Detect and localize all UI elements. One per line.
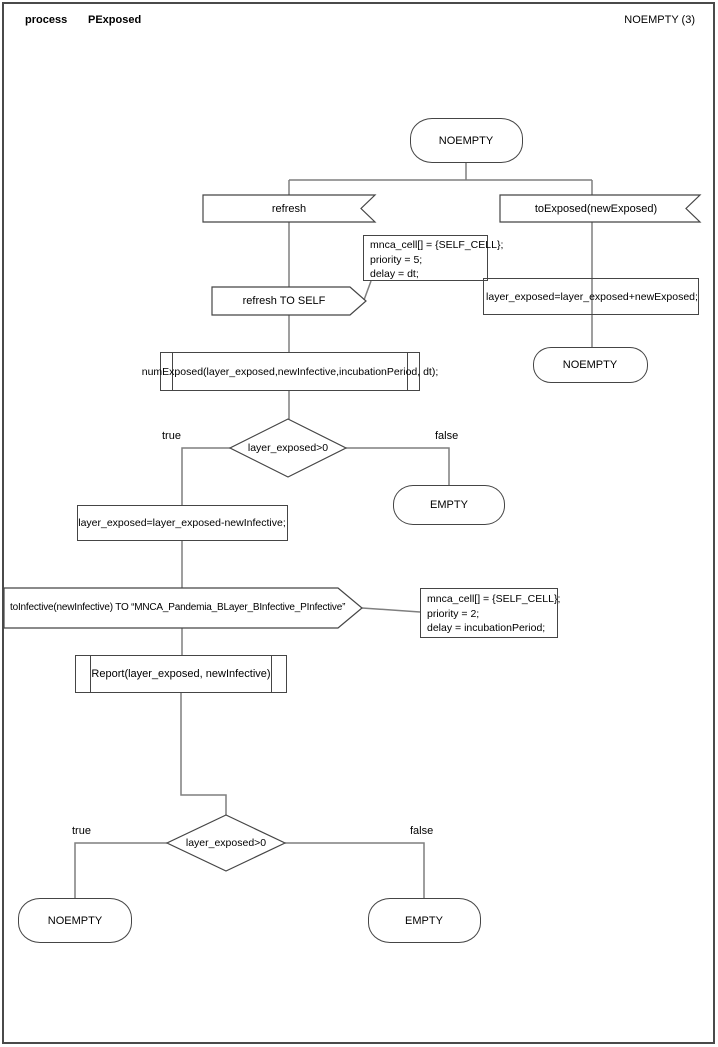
note-infective-line3: delay = incubationPeriod; (427, 622, 546, 634)
state-empty-bottom[interactable] (368, 898, 481, 943)
signal-receive-refresh-label: refresh (271, 203, 307, 215)
connector-decision2-false (285, 842, 425, 898)
call-numexposed-label: numExposed(layer_exposed,newInfective,in… (141, 366, 439, 378)
call-numexposed-box[interactable] (160, 352, 420, 391)
note-infective-text: mnca_cell[] = {SELF_CELL}; priority = 2;… (427, 592, 560, 636)
state-noempty-bottom[interactable] (18, 898, 132, 943)
decision1-label: layer_exposed>0 (247, 442, 329, 454)
assign-add-exposed-label: layer_exposed=layer_exposed+newExposed; (486, 291, 698, 303)
state-noempty-mid[interactable] (533, 347, 648, 383)
call-numexposed-bar-left (172, 352, 173, 391)
signal-send-refresh-self-shape[interactable] (211, 286, 367, 316)
note-refresh-line1: mnca_cell[] = {SELF_CELL}; (370, 239, 504, 251)
decision1-true-label: true (162, 430, 181, 442)
connectors (74, 163, 593, 898)
signal-send-toinfective-shape[interactable] (3, 587, 363, 629)
state-empty-mid[interactable] (393, 485, 505, 525)
state-noempty-top-label: NOEMPTY (438, 135, 494, 147)
decision1-diamond[interactable] (228, 418, 348, 478)
decision2-diamond[interactable] (165, 814, 287, 872)
note-refresh-line2: priority = 5; (370, 253, 423, 266)
note-infective-line2: priority = 2; (427, 607, 480, 620)
polygon-shapes (3, 194, 702, 872)
assign-add-exposed-box[interactable] (483, 278, 699, 315)
note-infective-line1: mnca_cell[] = {SELF_CELL}; (427, 593, 561, 605)
signal-receive-toexposed-label: toExposed(newExposed) (534, 203, 658, 215)
state-noempty-mid-label: NOEMPTY (562, 359, 618, 371)
decision2-label: layer_exposed>0 (185, 837, 267, 849)
connector-decision1-true (181, 447, 230, 505)
note-refresh-text: mnca_cell[] = {SELF_CELL}; priority = 5;… (370, 238, 503, 282)
note-infective-box[interactable] (420, 588, 558, 638)
header-state-ref: NOEMPTY (3) (624, 14, 695, 26)
decision2-true-label: true (72, 825, 91, 837)
connector-decision1-false (346, 447, 450, 485)
call-report-box[interactable] (75, 655, 287, 693)
state-empty-bottom-label: EMPTY (405, 915, 443, 927)
note-refresh-box[interactable] (363, 235, 488, 281)
call-numexposed-bar-right (407, 352, 408, 391)
assign-sub-infective-label: layer_exposed=layer_exposed-newInfective… (78, 517, 286, 529)
signal-receive-refresh-shape[interactable] (202, 194, 377, 223)
connector-decision2-true (74, 842, 167, 898)
state-empty-mid-label: EMPTY (430, 499, 468, 511)
signal-send-refresh-self-label: refresh TO SELF (242, 295, 326, 307)
signal-send-toinfective-label: toInfective(newInfective) TO “MNCA_Pande… (10, 602, 346, 613)
decision1-false-label: false (435, 430, 459, 442)
connector-note1-attach (363, 280, 372, 301)
connector-note2-attach (361, 607, 421, 613)
header-process-name: PExposed (88, 14, 142, 26)
call-report-bar-right (271, 655, 272, 693)
signal-receive-toexposed-shape[interactable] (499, 194, 702, 223)
decision2-false-label: false (410, 825, 434, 837)
assign-sub-infective-box[interactable] (77, 505, 288, 541)
state-noempty-bottom-label: NOEMPTY (47, 915, 103, 927)
header-kind-label: process (25, 14, 68, 26)
call-report-label: Report(layer_exposed, newInfective) (91, 668, 271, 680)
note-refresh-line3: delay = dt; (370, 268, 419, 280)
call-report-bar-left (90, 655, 91, 693)
state-noempty-top[interactable] (410, 118, 523, 163)
connector-report-to-decision2 (180, 693, 227, 815)
